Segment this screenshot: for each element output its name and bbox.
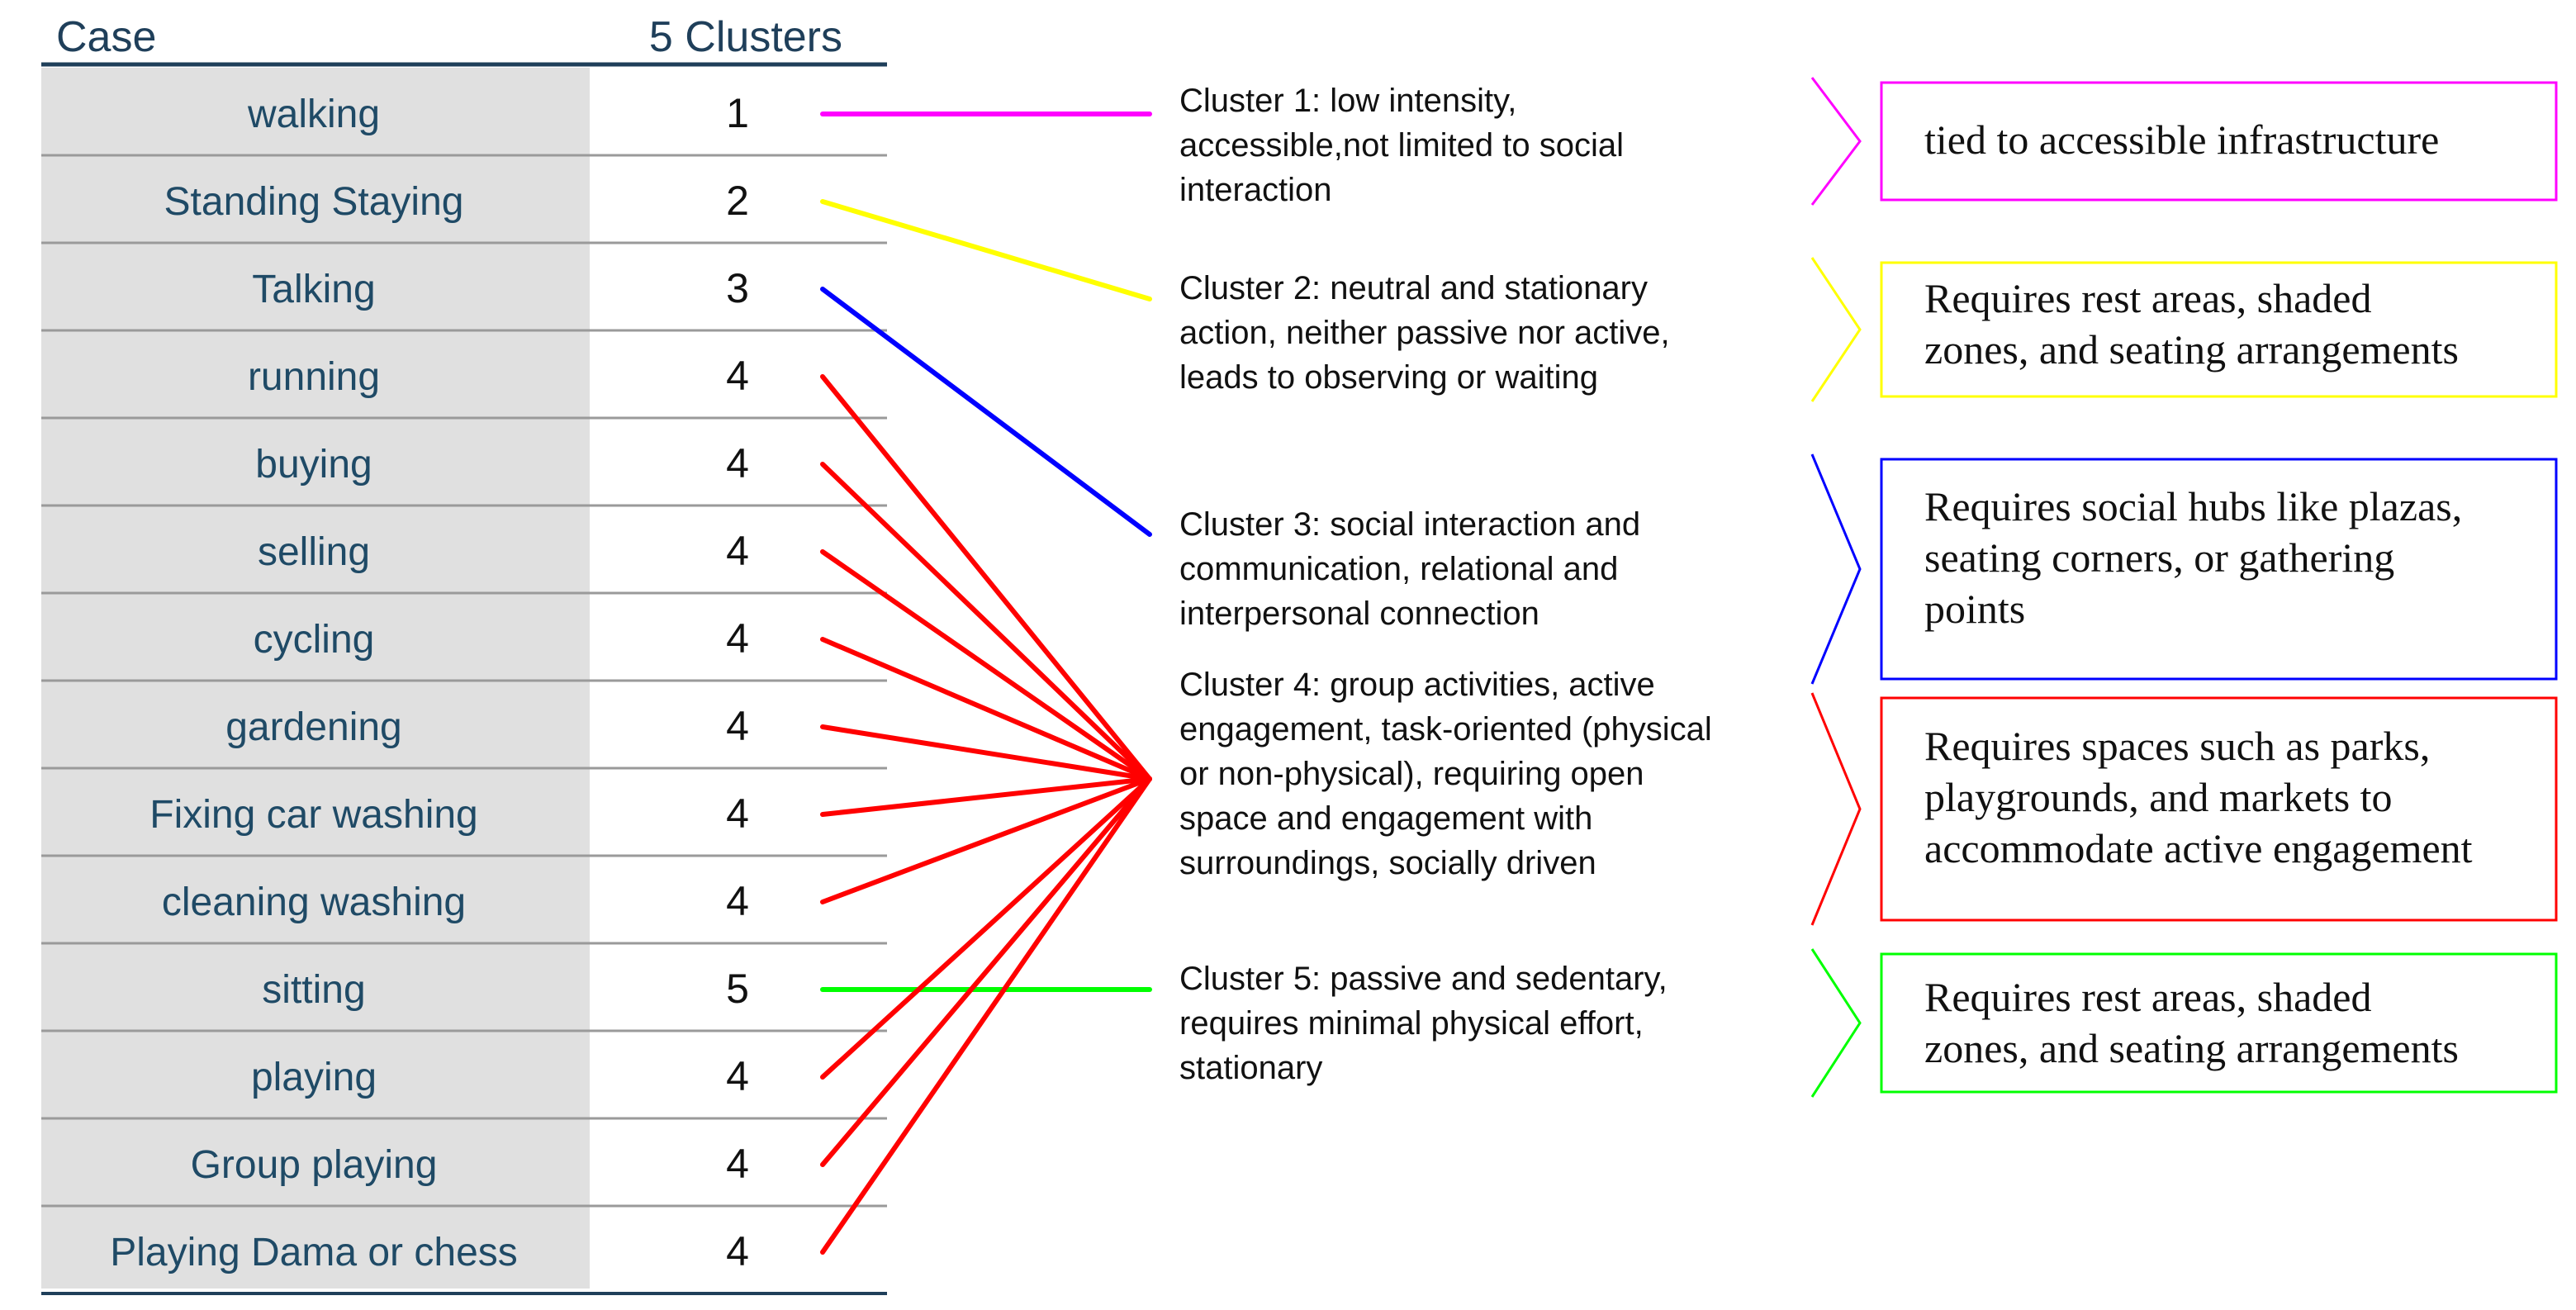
cluster-number: 4	[726, 703, 749, 749]
cluster-5-arrow-icon	[1810, 948, 1862, 1098]
cluster-1-description-line: accessible,not limited to social	[1179, 127, 1624, 164]
header-clusters: 5 Clusters	[649, 13, 842, 61]
cluster-4-description-line: surroundings, socially driven	[1179, 845, 1596, 881]
case-label: sitting	[262, 968, 365, 1012]
cluster-number: 1	[726, 90, 749, 136]
cluster-2-requirement-line: Requires rest areas, shaded	[1924, 275, 2371, 321]
link-line-cluster-4	[820, 776, 1152, 1167]
cluster-number: 4	[726, 353, 749, 399]
link-line-cluster-4	[820, 549, 1152, 781]
cluster-1-arrow-icon	[1810, 77, 1862, 206]
cluster-4-requirement-line: playgrounds, and markets to	[1924, 774, 2393, 820]
cluster-4-requirement-line: accommodate active engagement	[1924, 825, 2473, 871]
case-label: walking	[247, 93, 380, 136]
cluster-number: 5	[726, 966, 749, 1012]
case-label: Standing Staying	[164, 180, 464, 224]
cluster-3-requirement-box	[1880, 458, 2558, 681]
case-label: running	[248, 355, 380, 399]
cluster-number: 4	[726, 615, 749, 662]
cluster-5-description-line: stationary	[1179, 1050, 1322, 1086]
link-line-cluster-4	[820, 374, 1152, 781]
cluster-number: 4	[726, 878, 749, 924]
cluster-2-requirement-line: zones, and seating arrangements	[1924, 326, 2459, 373]
link-line-cluster-4	[820, 724, 1152, 781]
case-label: buying	[255, 443, 372, 487]
link-line-cluster-3	[820, 287, 1152, 537]
cluster-5-requirement-line: Requires rest areas, shaded	[1924, 974, 2371, 1020]
cluster-4-description-line: or non-physical), requiring open	[1179, 756, 1644, 792]
case-label: cleaning washing	[162, 880, 466, 924]
cluster-5-requirement-box	[1880, 952, 2558, 1094]
cluster-3-arrow-icon	[1810, 453, 1862, 685]
cluster-number: 4	[726, 440, 749, 487]
link-line-cluster-4	[820, 776, 1152, 1255]
cluster-number: 4	[726, 1053, 749, 1099]
case-label: playing	[251, 1056, 377, 1099]
cluster-3-requirement-line: Requires social hubs like plazas,	[1924, 483, 2462, 529]
cluster-4-requirement-box	[1880, 696, 2558, 922]
cluster-link-lines	[820, 112, 1152, 1255]
link-line-cluster-2	[820, 199, 1152, 301]
cluster-5-description-line: Cluster 5: passive and sedentary,	[1179, 961, 1668, 997]
cluster-3-requirement-line: seating corners, or gathering	[1924, 534, 2394, 581]
cluster-4-description-line: space and engagement with	[1179, 800, 1592, 837]
case-label: selling	[258, 530, 370, 574]
cluster-1-description-line: Cluster 1: low intensity,	[1179, 83, 1516, 119]
link-line-cluster-4	[820, 462, 1152, 781]
cluster-number: 4	[726, 1141, 749, 1187]
cluster-descriptions: Cluster 1: low intensity, accessible,not …	[1179, 83, 1712, 1086]
case-label: gardening	[225, 705, 402, 749]
case-label: Talking	[252, 268, 375, 311]
cluster-3-requirement-line: points	[1924, 586, 2025, 632]
cluster-4-requirement-line: Requires spaces such as parks,	[1924, 723, 2430, 769]
cluster-number: 3	[726, 265, 749, 311]
cluster-number: 4	[726, 1228, 749, 1274]
cluster-number: 4	[726, 528, 749, 574]
cluster-number: 4	[726, 790, 749, 837]
cluster-2-arrow-icon	[1810, 257, 1862, 402]
cluster-2-requirement-box	[1880, 261, 2558, 398]
case-label: Group playing	[191, 1143, 438, 1187]
cluster-number: 2	[726, 178, 749, 224]
cluster-5-requirement-line: zones, and seating arrangements	[1924, 1025, 2459, 1071]
cluster-3-description-line: Cluster 3: social interaction and	[1179, 506, 1640, 543]
case-label: Fixing car washing	[149, 793, 478, 837]
case-label: Playing Dama or chess	[110, 1231, 518, 1274]
cluster-4-arrow-icon	[1810, 692, 1862, 926]
cluster-2-description-line: leads to observing or waiting	[1179, 359, 1598, 396]
cluster-4-description-line: engagement, task-oriented (physical	[1179, 711, 1712, 748]
cluster-2-description-line: Cluster 2: neutral and stationary	[1179, 270, 1648, 306]
cluster-1-requirement-line: tied to accessible infrastructure	[1924, 116, 2439, 163]
cluster-1-requirement-box	[1880, 81, 2558, 202]
header-case: Case	[56, 13, 156, 61]
cluster-requirements: tied to accessible infrastructureRequire…	[1810, 77, 2558, 1098]
cluster-2-description-line: action, neither passive nor active,	[1179, 315, 1670, 351]
case-column-background	[41, 68, 590, 1289]
cluster-1-description-line: interaction	[1179, 172, 1332, 208]
cluster-3-description-line: communication, relational and	[1179, 551, 1618, 587]
link-line-cluster-4	[820, 637, 1152, 781]
cluster-5-description-line: requires minimal physical effort,	[1179, 1005, 1644, 1042]
link-line-cluster-4	[820, 776, 1152, 904]
cluster-4-description-line: Cluster 4: group activities, active	[1179, 667, 1655, 703]
case-label: cycling	[254, 618, 375, 662]
link-line-cluster-4	[820, 776, 1152, 1080]
link-line-cluster-4	[820, 776, 1152, 817]
cluster-3-description-line: interpersonal connection	[1179, 596, 1539, 632]
